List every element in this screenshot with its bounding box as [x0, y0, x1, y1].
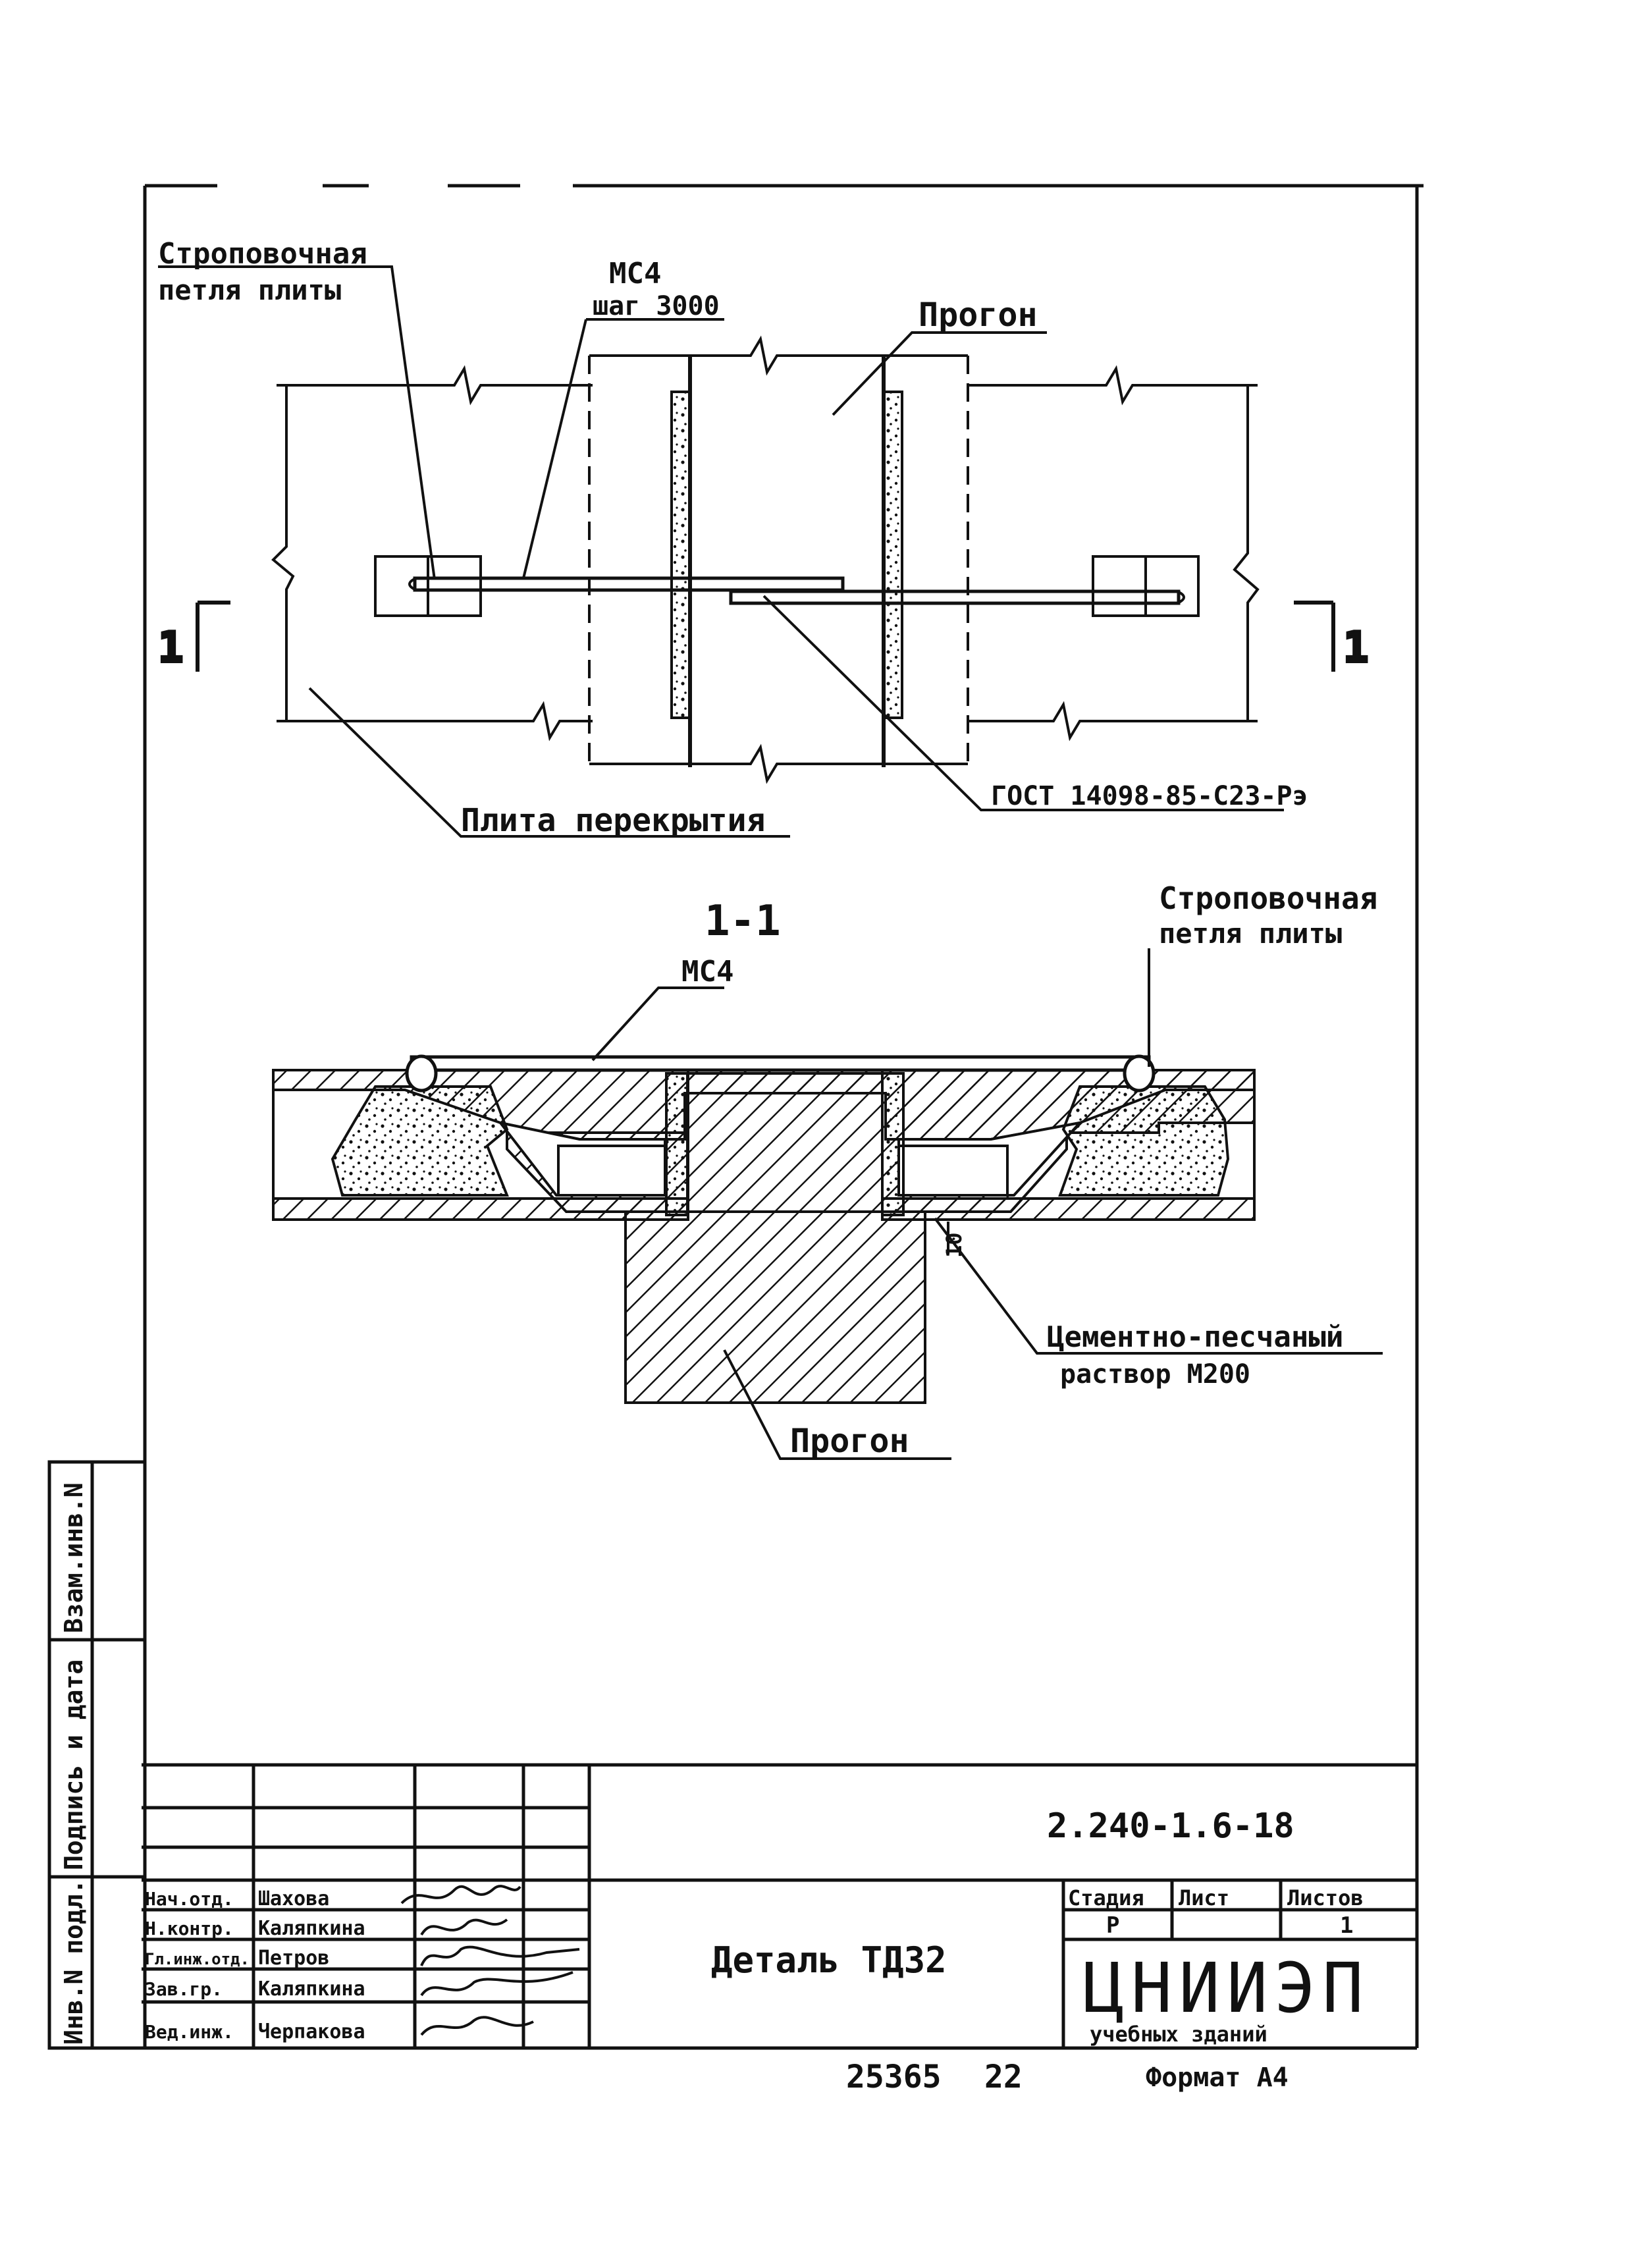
- plan-mc4-label: МС4: [609, 257, 661, 290]
- slab-bottom-flange-right: [881, 1197, 1256, 1221]
- row-role: Гл.инж.отд.: [145, 1950, 250, 1968]
- signature-5: [420, 2016, 534, 2036]
- mortar-pocket-left: [331, 1085, 509, 1197]
- slab-bottom-break-line-right: [968, 701, 1258, 742]
- side-stamp: [47, 1460, 147, 2050]
- sheet-header: Лист: [1179, 1885, 1229, 1910]
- org-name: ЦНИИЭП: [1083, 1948, 1370, 2028]
- purlin-outline: [588, 356, 969, 767]
- loop-right: [1123, 1054, 1156, 1093]
- stage-header: Стадия: [1068, 1885, 1144, 1910]
- section-sling-loop-label-2: петля плиты: [1159, 917, 1342, 950]
- leader-sling-loop: [158, 265, 436, 580]
- row-name: Каляпкина: [258, 1978, 365, 2001]
- stage-value: Р: [1106, 1912, 1119, 1939]
- section-mark-right-number: 1: [1343, 624, 1369, 672]
- signature-rows: Нач.отд. Шахова Н.контр. Каляпкина Гл.ин…: [145, 1887, 365, 2043]
- side-stamp-replace-inv: Взам.инв.N: [59, 1482, 88, 1633]
- leader-mortar: [934, 1217, 1383, 1355]
- sheets-header: Листов: [1287, 1885, 1364, 1910]
- archive-copy: 22: [984, 2059, 1023, 2095]
- leader-section-mc4: [591, 986, 678, 1062]
- plan-slab-label: Плита перекрытия: [461, 802, 765, 839]
- row-role: Вед.инж.: [145, 2021, 234, 2043]
- drawing-title: Деталь ТД32: [711, 1939, 947, 1981]
- title-block: [142, 1763, 1417, 2048]
- row-role: Н.контр.: [145, 1918, 234, 1939]
- row-name: Черпакова: [258, 2020, 365, 2043]
- section-sling-loop-label: Строповочная: [1159, 880, 1377, 916]
- section-purlin-label: Прогон: [790, 1422, 909, 1460]
- purlin-stem: [624, 1210, 926, 1404]
- plan-gost-label: ГОСТ 14098-85-С23-Рэ: [991, 781, 1308, 811]
- format-label: Формат А4: [1146, 2063, 1289, 2093]
- section-mark-left-number: 1: [158, 624, 184, 672]
- archive-number: 25365: [846, 2059, 942, 2095]
- mc4-plate-right: [729, 589, 1181, 605]
- row-name: Каляпкина: [258, 1917, 365, 1940]
- leader-mc4: [522, 319, 587, 579]
- section-mark-left: [196, 601, 230, 672]
- mortar-joint-left: [665, 1072, 689, 1216]
- leader-gost: [762, 595, 1284, 811]
- row-name: Петров: [258, 1947, 329, 1970]
- plan-sling-loop-label: Строповочная: [158, 237, 367, 271]
- section-dim-label: 10: [942, 1232, 967, 1258]
- leader-slab: [308, 687, 790, 838]
- section-mortar-label: Цементно-песчаный: [1047, 1320, 1343, 1354]
- section-view: [272, 948, 1383, 1460]
- leader-purlin: [832, 331, 1047, 416]
- joint-mortar-right: [882, 391, 903, 719]
- slab-bottom-flange-left: [272, 1197, 689, 1221]
- loop-bend-left: [408, 577, 417, 591]
- section-mark-right: [1294, 601, 1335, 672]
- mc4-plate-left: [413, 576, 845, 592]
- side-stamp-signature-date: Подпись и дата: [59, 1660, 88, 1870]
- purlin-top-break-line: [589, 335, 968, 376]
- row-role: Нач.отд.: [145, 1888, 234, 1910]
- plan-step-label: шаг 3000: [593, 291, 720, 321]
- leader-section-purlin: [723, 1349, 951, 1460]
- joint-mortar-left: [670, 391, 691, 719]
- loop-left: [405, 1054, 438, 1093]
- handwritten-signatures: [400, 1885, 580, 2036]
- slab-top-break-line-right: [968, 365, 1258, 406]
- side-stamp-inv-original: Инв.N подл.: [59, 1879, 88, 2045]
- plan-sling-loop-label-2: петля плиты: [158, 274, 341, 306]
- signature-3: [420, 1945, 580, 1966]
- signature-4: [420, 1971, 573, 1997]
- doc-code: 2.240-1.6-18: [1047, 1806, 1294, 1846]
- signature-2: [420, 1918, 508, 1936]
- sheets-value: 1: [1340, 1912, 1353, 1939]
- section-mc4-plate: [410, 1055, 1151, 1072]
- section-title: 1-1: [705, 897, 781, 946]
- purlin-bottom-break-line: [589, 743, 968, 784]
- slab-left-edge: [271, 385, 295, 721]
- signature-1: [400, 1885, 521, 1904]
- row-name: Шахова: [258, 1887, 329, 1910]
- mortar-joint-right: [881, 1072, 905, 1216]
- row-role: Зав.гр.: [145, 1978, 223, 2000]
- slab-top-break-line: [277, 365, 593, 406]
- slab-bottom-break-line: [277, 701, 593, 742]
- section-mc4-label: МС4: [681, 955, 733, 988]
- section-mortar-label-2: раствор М200: [1060, 1359, 1250, 1390]
- loop-bend-right: [1177, 590, 1185, 605]
- plan-view: 1 1: [157, 265, 1370, 838]
- mortar-pocket-right: [1058, 1085, 1230, 1197]
- plan-purlin-label: Прогон: [919, 296, 1038, 334]
- slab-right-edge: [1233, 385, 1260, 721]
- org-subtitle: учебных зданий: [1090, 2022, 1267, 2047]
